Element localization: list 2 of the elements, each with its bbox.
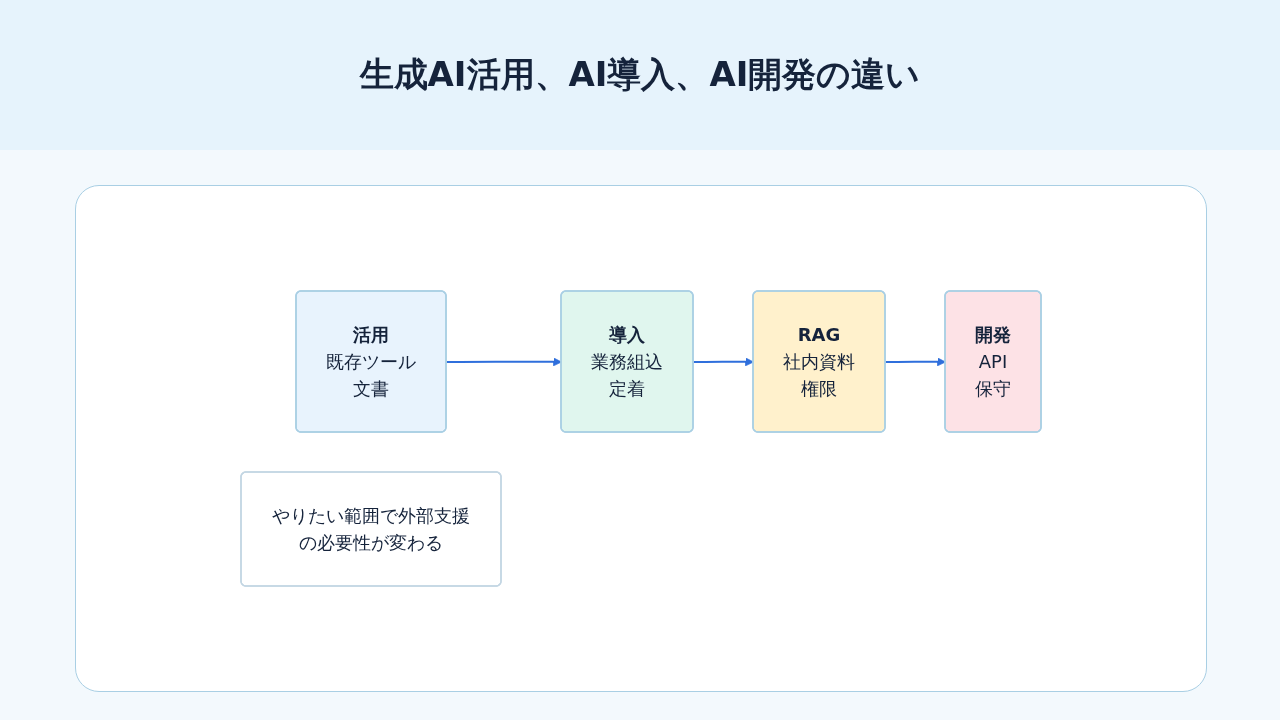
title: 生成AI活用、AI導入、AI開発の違い	[359, 53, 921, 96]
panel-background: 活用 既存ツール 文書 導入 業務組込 定着 RAG 社内資料 権限 開発 API 保守 やりたい範囲で外部支援の必要性が変わる	[75, 185, 1207, 692]
